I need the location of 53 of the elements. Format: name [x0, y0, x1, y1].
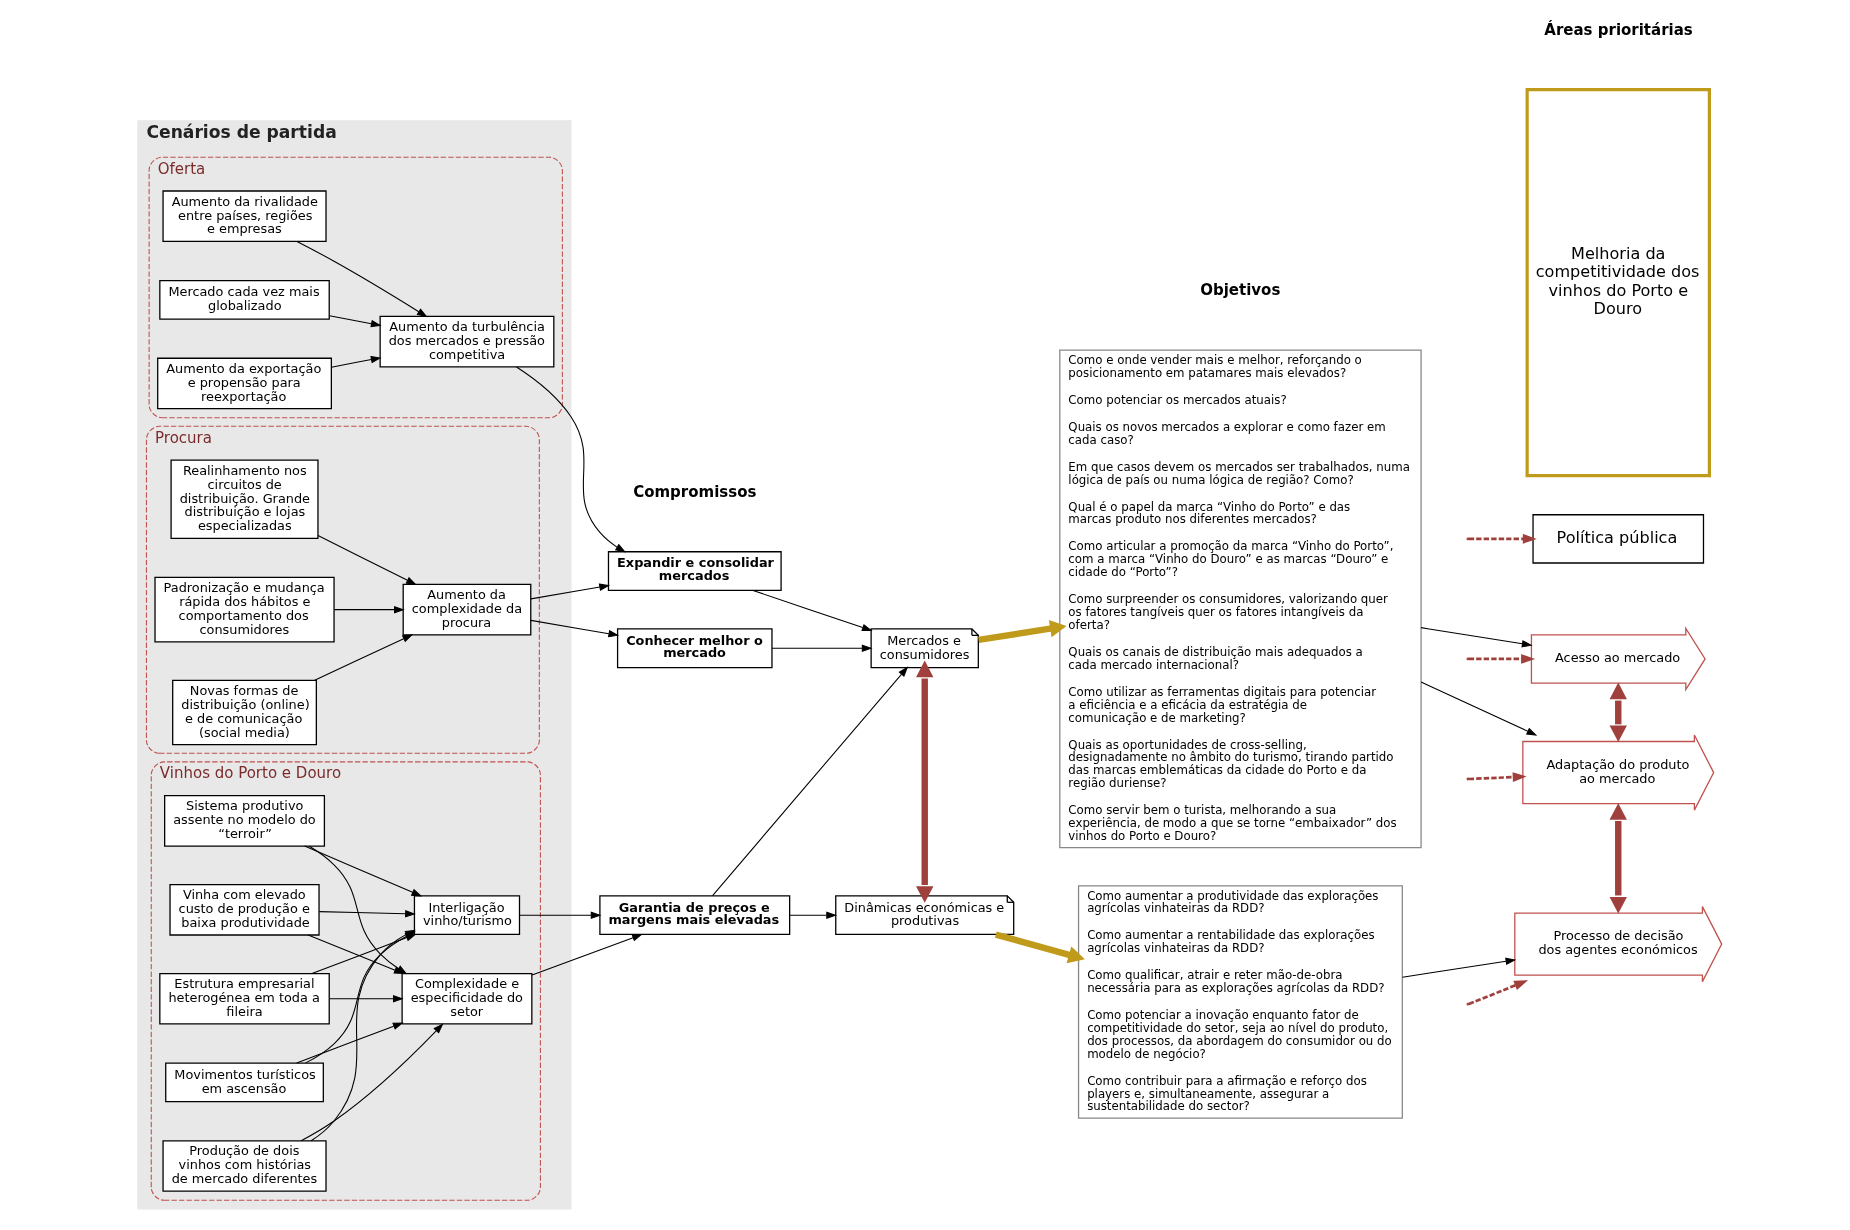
arrow: [1609, 682, 1627, 742]
arrow: [330, 355, 382, 368]
arrow: [531, 934, 643, 976]
node-box: Movimentos turísticos em ascensão: [164, 1062, 324, 1103]
arrow: [994, 931, 1085, 964]
node-box: Produção de dois vinhos com histórias de mercado diferentes: [161, 1140, 327, 1192]
arrow: [515, 366, 626, 553]
node-box: Mercado cada vez mais globalizado: [158, 279, 330, 320]
arrow: [328, 995, 404, 1003]
arrow: [915, 660, 933, 903]
arrow: [300, 1023, 443, 1142]
node-box: Novas formas de distribuição (online) e de comunicação (social media): [171, 679, 317, 746]
node-box: Como e onde vender mais e melhor, reforçando o posicionamento em patamares mais elevados? Como potenciar os mercados atuais? Quais os novos mercados a explorar e como fazer em cada caso? Em que casos devem os mercados ser trabalhados, numa lógica de país ou numa lógica de região? Como? Qual é o papel da marca “Vinho do Porto” e das marcas produto nos diferentes mercados? Como articular a promoção da marca “Vinho do Porto”, com a marca “Vinho do Douro” e as marcas “Douro” e cidade do “Porto”? Como surpreender os consumidores, valorizando quer os fatores tangíveis quer os fatores intangíveis da oferta? Quais os canais de distribuição mais adequados a cada mercado internacional? Como utilizar as ferramentas digitais para potenciar a eficiência e a eficácia da estratégia de comunicação e de marketing? Quais as oportunidades de cross-selling, designadamente no âmbito do turismo, tirando partido das marcas emblemáticas da cidade do Porto e da região duriense? Como servir bem o turista, melhorando a sua experiência, de modo a que se torne “embaixador” dos vinhos do Porto e Douro?: [1058, 349, 1422, 849]
label: Objetivos: [1199, 281, 1280, 300]
arrow: [529, 619, 619, 638]
node-box: Interligação vinho/turismo: [413, 895, 520, 936]
node-box: Melhoria da competitividade dos vinhos do Porto e Douro: [1525, 88, 1711, 478]
arrow: [529, 583, 610, 600]
arrow: [313, 634, 413, 681]
node-box: Conhecer melhor o mercado: [616, 628, 773, 669]
node-box: Sistema produtivo assente no modelo do “terroir”: [163, 795, 325, 847]
arrow: [1420, 627, 1533, 648]
node-box: Complexidade e especificidade do setor: [400, 972, 532, 1025]
node-box: Aumento da complexidade da procura: [402, 583, 531, 636]
node-box: Realinhamento nos circuitos de distribuição. Grande distribuição e lojas especializadas: [169, 459, 319, 539]
arrow: [295, 240, 428, 318]
arrow: [303, 845, 422, 897]
arrow: [318, 909, 416, 918]
arrow: [788, 911, 837, 919]
arrow: [1609, 803, 1627, 914]
arrow: [752, 589, 873, 632]
node-box: Aumento da turbulência dos mercados e pressão competitiva: [379, 315, 554, 368]
node-box: Aumento da rivalidade entre países, regiões e empresas: [161, 190, 327, 243]
label: Compromissos: [632, 482, 756, 501]
node-box: Estrutura empresarial heterogénea em toda a fileira: [158, 972, 330, 1025]
node-box: Vinha com elevado custo de produção e baixa produtividade: [168, 883, 320, 936]
arrow: [977, 620, 1067, 644]
arrow: [518, 911, 601, 919]
arrow: [711, 666, 908, 897]
arrow: [317, 535, 417, 586]
label: Áreas prioritárias: [1543, 20, 1693, 39]
arrow: [771, 644, 873, 652]
arrow: [1420, 681, 1537, 736]
arrow: [295, 1022, 404, 1064]
node-box: Expandir e consolidar mercados: [607, 551, 782, 591]
node-box: Padronização e mudança rápida dos hábitos e comportamento dos consumidores: [153, 576, 335, 643]
node-box: Garantia de preços e margens mais elevadas: [598, 895, 790, 936]
arrow: [333, 605, 405, 614]
arrow: [1401, 957, 1516, 978]
node-box: Política pública: [1531, 514, 1704, 564]
arrow: [328, 315, 382, 328]
node-box: Aumento da exportação e propensão para reexportação: [156, 357, 332, 410]
node-box: Como aumentar a produtividade das explorações agrícolas vinhateiras da RDD? Como aumentar a rentabilidade das explorações agrícolas vinhateiras da RDD? Como qualificar, atrair e reter mão-de-obra necessária para as explorações agrícolas da RDD? Como potenciar a inovação enquanto fator de competitividade do setor, seja ao nível do produto, dos processos, da abordagem do consumidor ou do modelo de negócio? Como contribuir para a afirmação e reforço dos players e, simultaneamente, assegurar a sustentabilidade do sector?: [1077, 885, 1403, 1119]
